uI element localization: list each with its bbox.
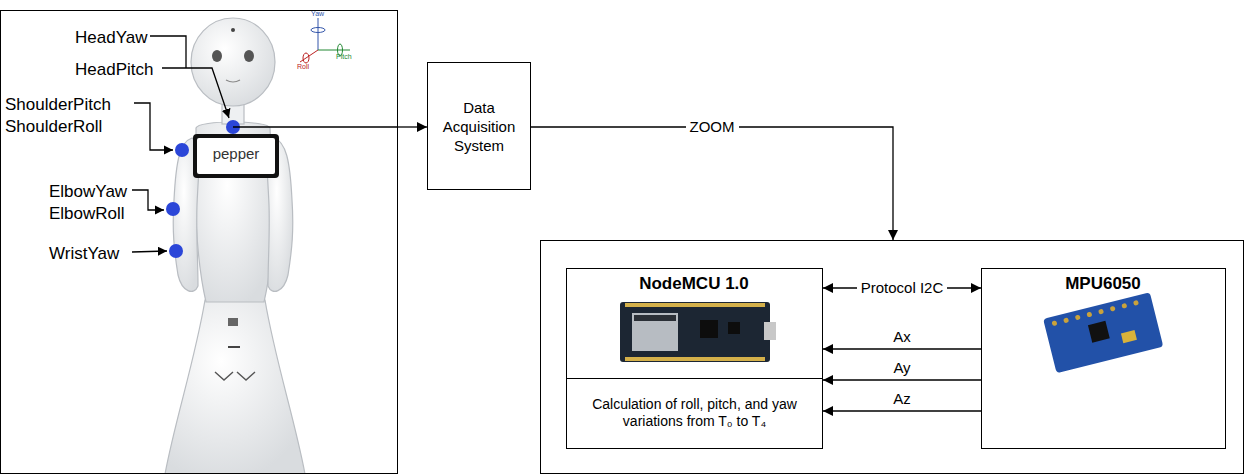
joint-label: ShoulderPitch [5, 95, 111, 115]
joint-label: ElbowYaw [49, 182, 127, 202]
microcontroller-box: NodeMCU 1.0Calculation of roll, pitch, a… [566, 268, 823, 449]
connector-arrow [531, 127, 893, 240]
edge-label: Protocol I2C [857, 279, 948, 297]
robot-panel: HeadYawHeadPitchShoulderPitchShoulderRol… [0, 10, 398, 474]
process-box: Data Acquisition System [427, 62, 531, 190]
pepper-robot [165, 18, 305, 474]
connector-arrow [823, 410, 981, 411]
box-text: Calculation of roll, pitch, and yaw vari… [575, 396, 814, 430]
joint-label: HeadPitch [75, 60, 153, 80]
axis-label: Yaw [311, 10, 324, 17]
edge-label: Ax [893, 328, 911, 346]
box-text: Data Acquisition System [432, 98, 526, 155]
mpu6050-board [1043, 292, 1163, 373]
connector-arrow [398, 126, 427, 127]
box-title: MPU6050 [982, 274, 1224, 294]
edge-label: ZOOM [686, 118, 739, 136]
joint-label: ElbowRoll [49, 204, 125, 224]
connector-arrow [823, 379, 981, 380]
axis-label: Pitch [336, 53, 352, 60]
joint-label: HeadYaw [75, 28, 147, 48]
zoom-panel: NodeMCU 1.0Calculation of roll, pitch, a… [540, 240, 1244, 474]
edge-label: Ay [893, 359, 910, 377]
axis-label: Roll [297, 63, 309, 70]
joint-label: ShoulderRoll [5, 117, 102, 137]
joint-label: WristYaw [49, 244, 119, 264]
divider-line [567, 378, 822, 379]
sensor-box: MPU6050 [981, 268, 1226, 449]
nodemcu-board [620, 302, 776, 362]
box-title: NodeMCU 1.0 [567, 274, 821, 294]
connector-arrow [823, 348, 981, 349]
edge-label: Az [893, 390, 911, 408]
tablet-text: pepper [213, 145, 260, 162]
